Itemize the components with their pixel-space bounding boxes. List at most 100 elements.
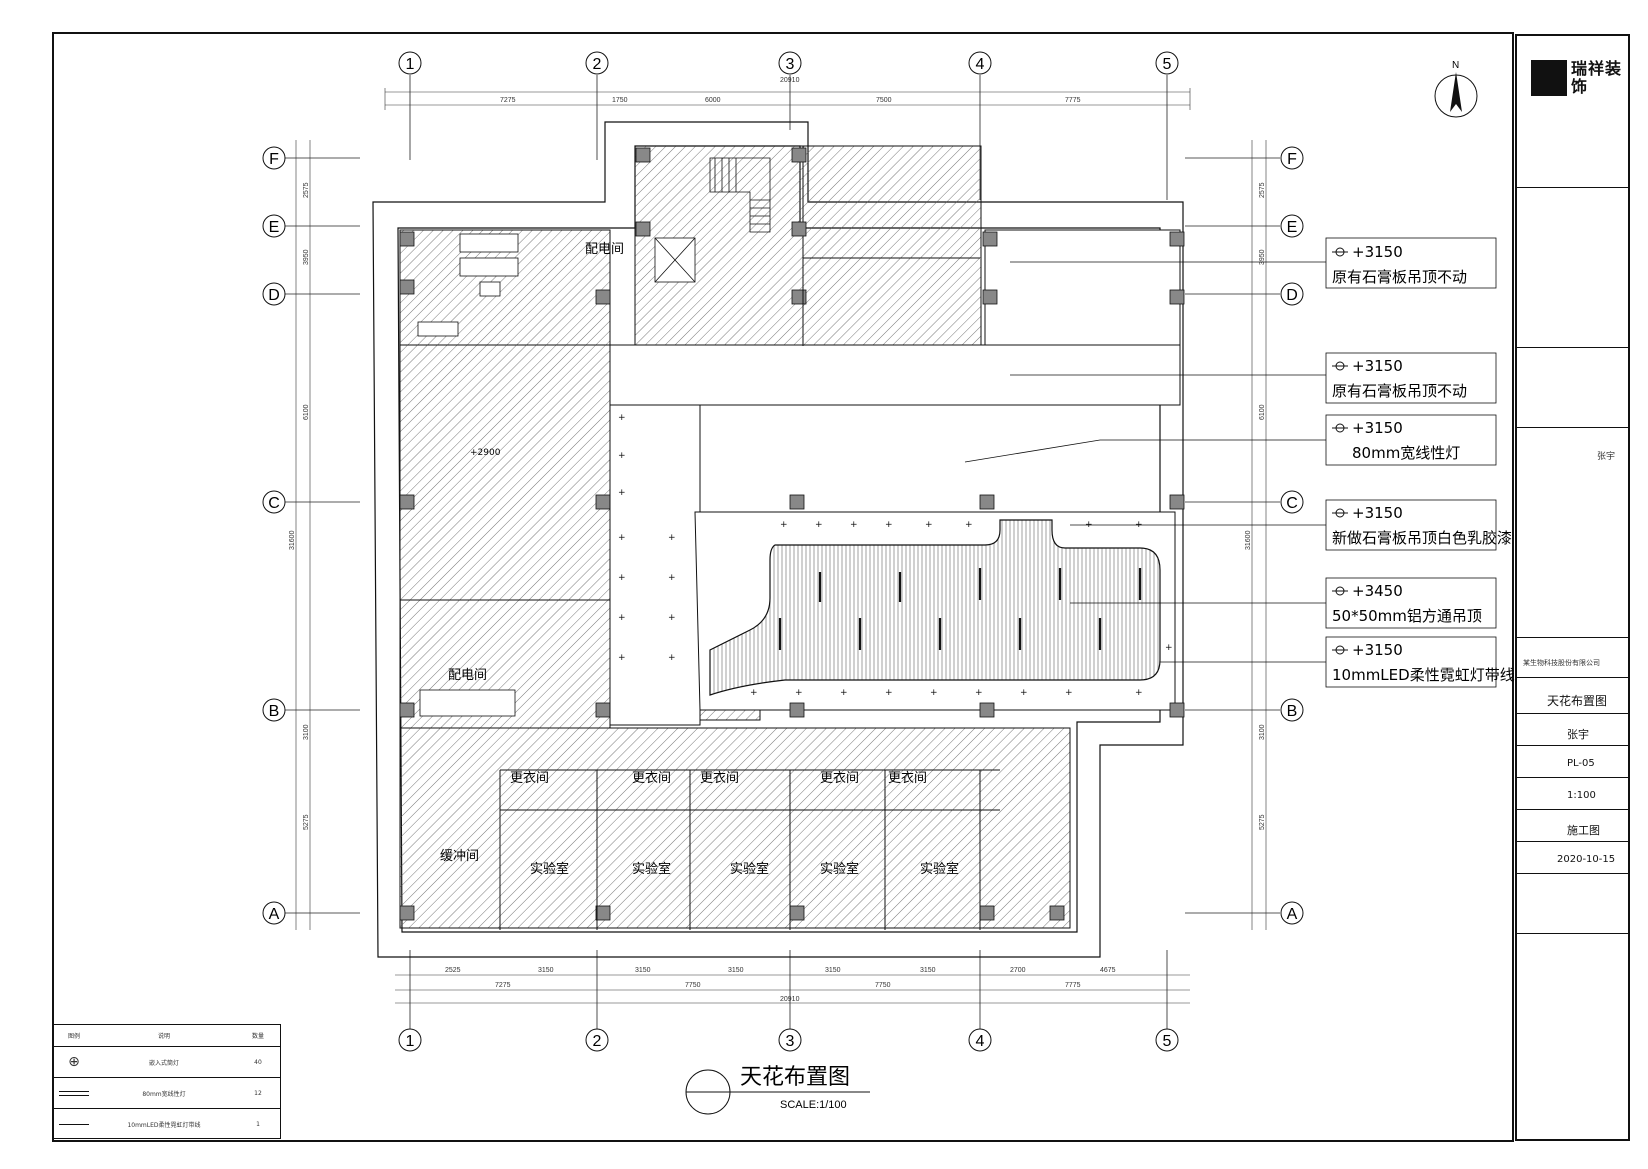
right-dimensions: 2575 3950 6100 3100 5275 31600	[1245, 182, 1266, 830]
room-lab-5: 实验室	[920, 861, 959, 877]
axis-B-left: B	[269, 703, 280, 720]
callout-2-height: +3150	[1352, 357, 1403, 375]
title-block-date: 2020-10-15	[1517, 842, 1628, 874]
legend-header-qty: 数量	[251, 1033, 264, 1040]
legend-row-qty: 40	[254, 1058, 262, 1066]
stage-field: 施工图	[1567, 824, 1600, 837]
dim-bottom-r2-4: 7775	[1065, 982, 1081, 989]
legend-table: 图例 说明 数量 ⊕ 嵌入式筒灯 40 80mm宽线性灯 12 10mmLED柔…	[53, 1024, 281, 1139]
svg-text:+: +	[930, 688, 938, 698]
svg-text:+: +	[1065, 688, 1073, 698]
callout-3-text: 80mm宽线性灯	[1352, 444, 1460, 462]
svg-text:+: +	[780, 520, 788, 530]
room-area-text: +2900	[470, 448, 501, 458]
dim-right-3: 6100	[1259, 404, 1266, 420]
svg-text:+: +	[618, 451, 626, 461]
axis-labels: 1 2 3 4 5 1 2 3 4 5 F E D C B A F E D C …	[268, 56, 1298, 1050]
callout-1-height: +3150	[1352, 243, 1403, 261]
callout-leaders	[964, 261, 1335, 663]
company-logo-icon	[1531, 60, 1567, 96]
toilet-fixtures	[417, 233, 519, 717]
dim-top-2: 1750	[612, 97, 628, 104]
legend-header-row: 图例 说明 数量	[54, 1025, 280, 1047]
callout-5-height: +3450	[1352, 582, 1403, 600]
axis-4-top: 4	[976, 56, 985, 73]
room-changing-2: 更衣间	[632, 770, 671, 786]
axis-1-bottom: 1	[406, 1033, 415, 1050]
svg-text:+: +	[1165, 643, 1173, 653]
legend-row-qty: 12	[254, 1089, 262, 1097]
axis-E-right: E	[1287, 219, 1298, 236]
client-name: 某生物科技股份有限公司	[1523, 659, 1600, 667]
callout-2-text: 原有石膏板吊顶不动	[1332, 382, 1467, 400]
led-strip-icon	[54, 1109, 94, 1140]
room-changing-4: 更衣间	[820, 770, 859, 786]
central-feature	[694, 511, 1176, 711]
title-block-approval	[1517, 874, 1628, 934]
dim-top-5: 7775	[1065, 97, 1081, 104]
title-block-drawing-no: PL-05	[1517, 746, 1628, 778]
downlight-icon: ⊕	[68, 1054, 80, 1070]
axis-F-right: F	[1287, 151, 1297, 168]
callout-6-text: 10mmLED柔性霓虹灯带线	[1332, 666, 1515, 684]
title-block-sheet-title: 天花布置图	[1517, 678, 1628, 714]
dim-right-overall: 31600	[1245, 530, 1252, 550]
legend-row-qty: 1	[256, 1121, 260, 1128]
drawing-number: PL-05	[1567, 758, 1595, 769]
title-block-scale: 1:100	[1517, 778, 1628, 810]
dim-left-overall: 31600	[289, 530, 296, 550]
room-lab-2: 实验室	[632, 861, 671, 877]
room-lab-3: 实验室	[730, 861, 769, 877]
callout-boxes	[1325, 237, 1497, 688]
dim-bottom-r2-3: 7750	[875, 982, 891, 989]
dim-right-2: 3950	[1259, 249, 1266, 265]
axis-A-left: A	[269, 906, 280, 923]
svg-text:+: +	[618, 488, 626, 498]
north-arrow-icon: N	[1434, 60, 1478, 118]
title-block: 瑞祥装饰 张宇 某生物科技股份有限公司 天花布置图 张宇 PL-05 1:100…	[1515, 34, 1630, 1141]
svg-text:+: +	[668, 653, 676, 663]
svg-text:+: +	[618, 413, 626, 423]
callout-1-text: 原有石膏板吊顶不动	[1332, 268, 1467, 286]
dim-left-5: 5275	[303, 814, 310, 830]
room-lab-1: 实验室	[530, 861, 569, 877]
legend-row-desc: 嵌入式筒灯	[148, 1059, 179, 1067]
legend-row-desc: 80mm宽线性灯	[142, 1090, 186, 1098]
title-block-designer: 张宇	[1517, 714, 1628, 746]
dim-bottom-5: 3150	[825, 967, 841, 974]
room-labels: 配电间 配电间 +2900 更衣间 更衣间 更衣间 更衣间 更衣间 缓冲间 实验…	[440, 242, 959, 877]
svg-text:+: +	[925, 520, 933, 530]
room-changing-5: 更衣间	[888, 770, 927, 786]
callout-5-text: 50*50mm铝方通吊顶	[1332, 607, 1482, 625]
axis-C-right: C	[1286, 495, 1298, 512]
svg-text:+: +	[618, 533, 626, 543]
svg-text:+: +	[840, 688, 848, 698]
title-block-notes	[1517, 188, 1628, 348]
svg-text:+: +	[885, 520, 893, 530]
room-lab-4: 实验室	[820, 861, 859, 877]
svg-text:+: +	[965, 520, 973, 530]
title-block-client: 某生物科技股份有限公司	[1517, 638, 1628, 678]
top-dimensions: 7275 1750 6000 7500 7775 20910	[500, 77, 1081, 104]
svg-text:+: +	[975, 688, 983, 698]
callout-3-height: +3150	[1352, 419, 1403, 437]
drawing-scale: SCALE:1/100	[780, 1099, 847, 1111]
room-buffer: 缓冲间	[440, 849, 479, 864]
dim-left-3: 6100	[303, 404, 310, 420]
svg-text:+: +	[1020, 688, 1028, 698]
svg-text:+: +	[668, 533, 676, 543]
dim-right-1: 2575	[1259, 182, 1266, 198]
date-field: 2020-10-15	[1557, 854, 1616, 865]
svg-text:+: +	[618, 573, 626, 583]
legend-row: 80mm宽线性灯 12	[54, 1078, 280, 1109]
dim-bottom-1: 2525	[445, 967, 461, 974]
callout-4-text: 新做石膏板吊顶白色乳胶漆	[1332, 529, 1512, 547]
room-power-top: 配电间	[585, 242, 624, 257]
legend-header-desc: 说明	[157, 1033, 170, 1040]
svg-text:+: +	[1135, 688, 1143, 698]
svg-text:+: +	[618, 653, 626, 663]
axis-4-bottom: 4	[976, 1033, 985, 1050]
dim-right-5: 5275	[1259, 814, 1266, 830]
dim-bottom-overall: 20910	[780, 996, 800, 1003]
